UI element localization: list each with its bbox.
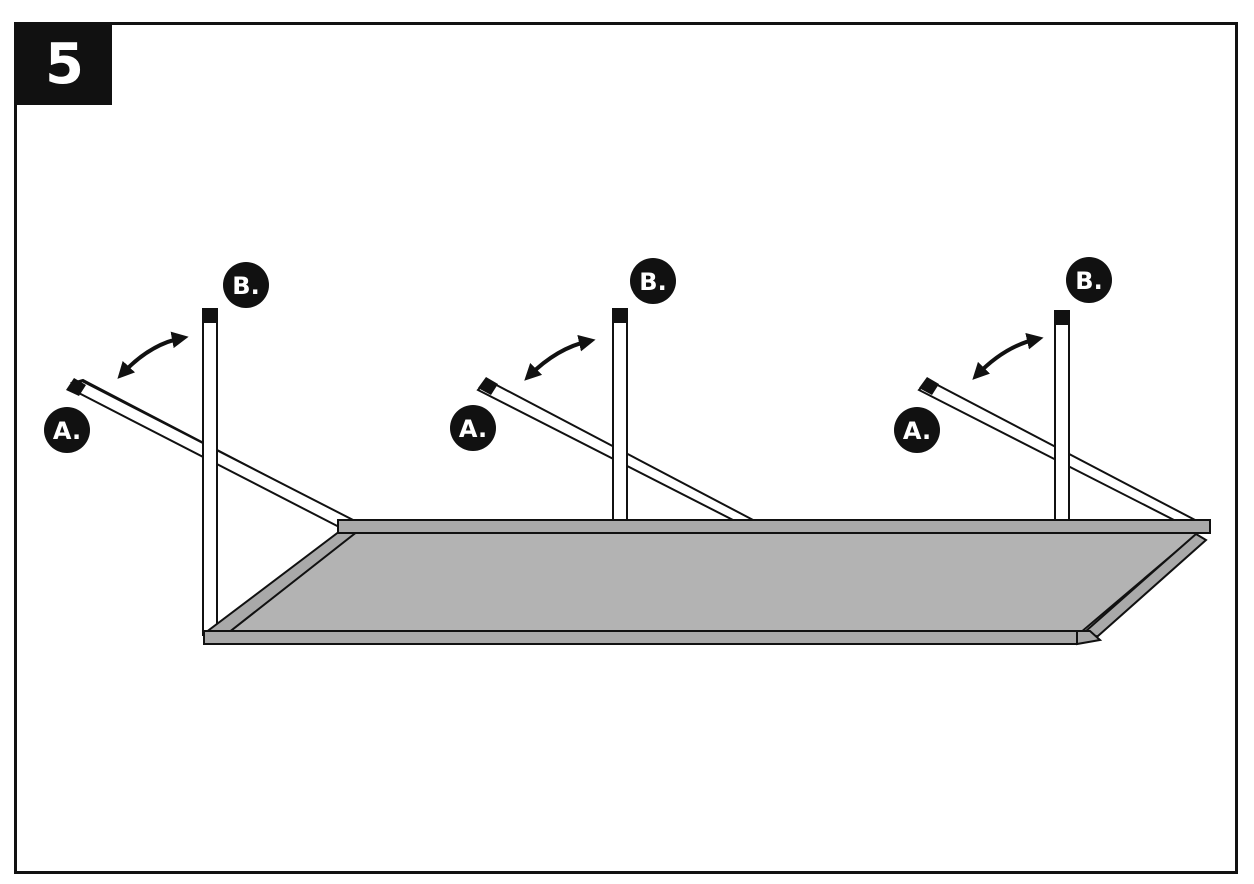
rotation-arrows <box>117 331 1044 381</box>
shelf-deck <box>225 532 1201 634</box>
vertical-rod-b-middle <box>612 308 628 523</box>
label-b-left-text: B. <box>232 272 259 300</box>
label-b-right: B. <box>1066 257 1112 303</box>
rod-end-cap-b-left <box>203 309 217 323</box>
shelf-back-rail <box>337 519 1211 534</box>
label-b-middle: B. <box>630 258 676 304</box>
rod-end-cap-a-middle <box>478 377 498 395</box>
shelf-right-side-rail <box>1075 532 1208 640</box>
shelf-platform <box>202 519 1211 646</box>
label-b-left: B. <box>223 262 269 308</box>
diagram-frame <box>14 22 1238 874</box>
rod-end-cap-b-middle <box>613 309 627 323</box>
rod-end-cap-a-left <box>66 378 86 396</box>
double-arrow-icon <box>117 331 189 379</box>
label-a-left-text: A. <box>53 417 81 445</box>
vertical-rod-b-left <box>202 308 218 636</box>
rod-end-cap-b-right <box>1055 311 1069 325</box>
label-b-middle-text: B. <box>639 268 666 296</box>
part-labels: A. B. A. B. A. B. <box>44 257 1112 453</box>
label-a-middle: A. <box>450 405 496 451</box>
vertical-rod-b-right <box>1054 310 1070 523</box>
shelf-front-corner <box>1076 630 1103 646</box>
label-a-right: A. <box>894 407 940 453</box>
double-arrow-icon <box>524 334 596 381</box>
label-a-left: A. <box>44 407 90 453</box>
label-a-middle-text: A. <box>459 415 487 443</box>
step-number-badge: 5 <box>17 25 112 105</box>
double-arrow-icon <box>972 332 1044 380</box>
shelf-front-rail <box>203 630 1078 645</box>
label-b-right-text: B. <box>1075 267 1102 295</box>
rods-layer <box>66 308 1198 636</box>
rod-end-cap-a-right <box>919 377 939 395</box>
label-a-right-text: A. <box>903 417 931 445</box>
